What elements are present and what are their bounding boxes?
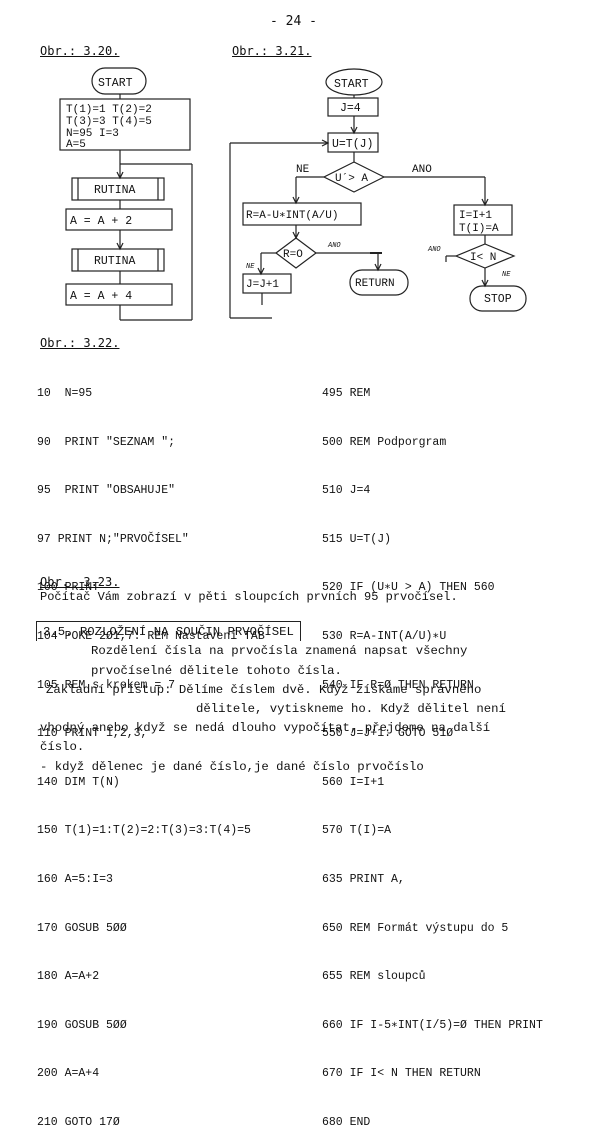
init-line-3: N=95 I=3 <box>66 128 119 140</box>
flowchart-3-21: START J=4 U=T(J) U´> A NE ANO R=A-U∗INT(… <box>229 68 527 319</box>
stop-terminal <box>469 285 527 312</box>
body-line-7: - když dělenec je dané číslo,je dané čís… <box>40 760 424 774</box>
i-lt-n-label: I< N <box>470 252 496 264</box>
body-line-2: prvočíselné dělitele tohoto čísla. <box>91 664 342 678</box>
ne-label: NE <box>296 164 310 176</box>
init-line-4: A=5 <box>66 139 86 151</box>
code-line: 90 PRINT "SEZNAM "; <box>37 435 176 449</box>
init-line-2: T(3)=3 T(4)=5 <box>66 116 152 128</box>
code-line: 95 PRINT "OBSAHUJE" <box>37 484 176 498</box>
ne-small-label-2: NE <box>502 271 511 279</box>
step-a-plus-2-label: A = A + 2 <box>70 215 132 228</box>
code-line: 180 A=A+2 <box>37 970 100 984</box>
code-line: 520 IF (U∗U > A) THEN 560 <box>322 581 495 595</box>
t-assign-label: T(I)=A <box>459 223 499 235</box>
j-init-box <box>327 97 379 117</box>
init-line-1: T(1)=1 T(2)=2 <box>66 104 152 116</box>
code-line: 160 A=5:I=3 <box>37 872 113 886</box>
figure-caption-3-20: Obr.: 3.20. <box>40 44 120 58</box>
code-line: 550 J=J+1: GOTO 51Ø <box>322 727 454 741</box>
ano-label: ANO <box>412 164 432 176</box>
code-line: 104 POKE 2Ø1,7: REM Nastavení TAB <box>37 629 265 643</box>
code-line: 190 GOSUB 5ØØ <box>37 1018 127 1032</box>
ano-small-label-2: ANO <box>427 246 441 254</box>
code-line: 97 PRINT N;"PRVOČÍSEL" <box>37 532 189 546</box>
rutina-1-label: RUTINA <box>94 184 136 197</box>
code-line: 110 PRINT 1,2,3, <box>37 727 148 741</box>
code-line: 100 PRINT <box>37 581 100 595</box>
j-init-label: J=4 <box>340 102 361 115</box>
code-line: 635 PRINT A, <box>322 872 405 886</box>
code-line: 10 N=95 <box>37 387 93 400</box>
figure-caption-3-22: Obr.: 3.22. <box>40 336 120 350</box>
code-line: 660 IF I-5∗INT(I/5)=Ø THEN PRINT <box>322 1018 543 1032</box>
code-line: 500 REM Podporgram <box>322 435 447 449</box>
step-a-plus-4-label: A = A + 4 <box>70 290 132 303</box>
code-line: 200 A=A+4 <box>37 1067 100 1081</box>
code-line: 680 END <box>322 1115 371 1129</box>
section-heading: 3.5. ROZLOŽENÍ NA SOUČIN PRVOČÍSEL <box>36 621 301 641</box>
code-line: 515 U=T(J) <box>322 532 392 546</box>
body-line-3: Základní přístup: Dělíme číslem dvě. Kdy… <box>46 683 482 697</box>
step-a-plus-4-box <box>65 283 173 306</box>
body-line-4: dělitele, vytiskneme ho. Když dělitel ne… <box>196 702 506 716</box>
body-line-6: číslo. <box>40 740 85 754</box>
figure-caption-3-23: Obr. 3.23. <box>40 575 120 589</box>
start-terminal <box>91 67 147 95</box>
u-gt-a-label: U´> A <box>335 172 368 185</box>
code-line: 655 REM sloupců <box>322 970 426 984</box>
return-terminal <box>349 269 409 296</box>
code-line: 670 IF I< N THEN RETURN <box>322 1067 481 1081</box>
rutina-2-box <box>71 248 165 272</box>
start-label-2: START <box>334 78 369 91</box>
code-line: 510 J=4 <box>322 484 371 498</box>
body-line-5: vhodný anebo když se nedá dlouho vypočít… <box>40 721 491 735</box>
code-line: 570 T(I)=A <box>322 824 392 838</box>
code-line: 170 GOSUB 5ØØ <box>37 921 127 935</box>
ano-small-label-1: ANO <box>327 242 341 250</box>
page-number: - 24 - <box>270 14 317 29</box>
code-line: 540 IF R=Ø THEN RETURN <box>322 678 474 692</box>
u-assign-label: U=T(J) <box>332 138 373 151</box>
init-box <box>59 98 191 151</box>
i-inc-label: I=I+1 <box>459 210 492 222</box>
i-inc-box <box>453 204 513 236</box>
u-gt-a-diamond <box>322 161 386 193</box>
r-zero-label: R=O <box>283 249 303 261</box>
r-assign-label: R=A-U∗INT(A/U) <box>246 210 338 222</box>
code-line: 530 R=A-INT(A/U)∗U <box>322 629 447 643</box>
j-inc-box <box>242 273 292 294</box>
code-line: 140 DIM T(N) <box>37 775 120 789</box>
stop-label: STOP <box>484 293 512 306</box>
code-line: 150 T(1)=1:T(2)=2:T(3)=3:T(4)=5 <box>37 824 251 838</box>
code-line: 650 REM Formát výstupu do 5 <box>322 921 509 935</box>
code-line: 210 GOTO 17Ø <box>37 1115 120 1129</box>
rutina-1-box <box>71 177 165 201</box>
step-a-plus-2-box <box>65 208 173 231</box>
code-line: 105 REM s krokem = 7 <box>37 678 176 692</box>
code-listing-right: 495 REM 500 REM Podporgram 510 J=4 515 U… <box>322 352 543 1148</box>
return-label: RETURN <box>355 278 395 290</box>
r-assign-box <box>242 202 362 226</box>
code-line: 495 REM <box>322 387 371 400</box>
j-inc-label: J=J+1 <box>246 279 279 291</box>
start-label: START <box>98 77 133 90</box>
flowchart-3-20: START T(1)=1 T(2)=2 T(3)=3 T(4)=5 N=95 I… <box>59 67 193 321</box>
rutina-2-label: RUTINA <box>94 255 136 268</box>
code-line: 560 I=I+1 <box>322 775 385 789</box>
ne-small-label-1: NE <box>246 263 255 271</box>
body-line-1: Rozdělení čísla na prvočísla znamená nap… <box>91 644 468 658</box>
figure-3-23-text: Počítač Vám zobrazí v pěti sloupcích prv… <box>40 590 458 604</box>
figure-caption-3-21: Obr.: 3.21. <box>232 44 312 58</box>
